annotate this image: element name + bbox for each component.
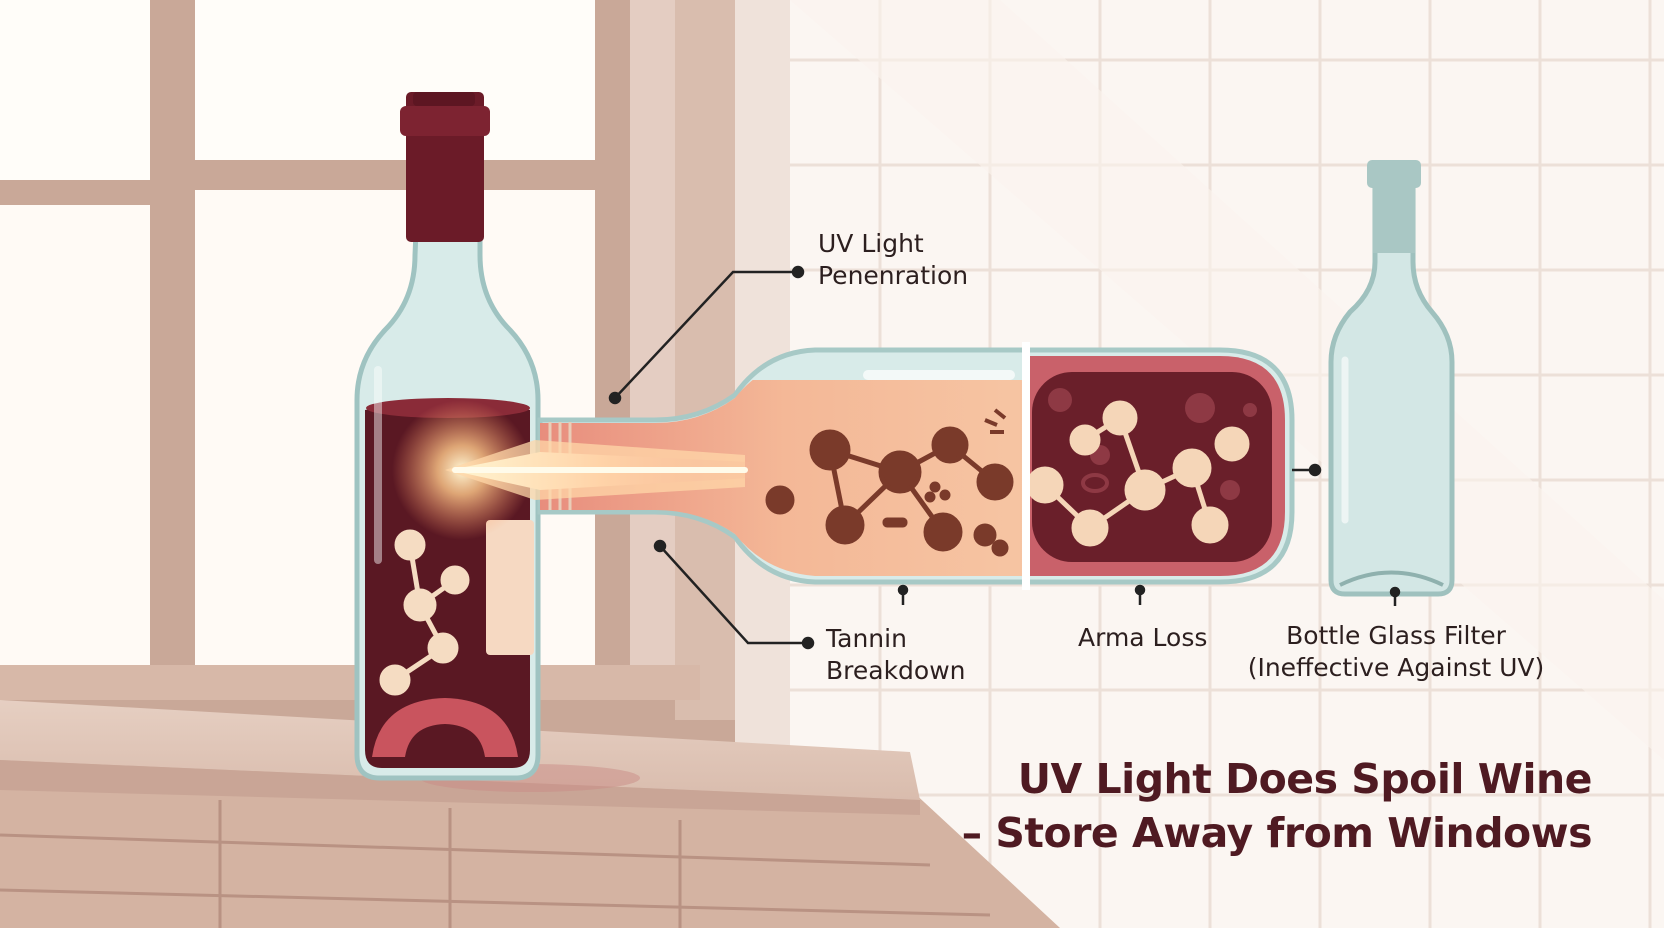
molecule-in-bottle: [379, 529, 470, 696]
aroma-loss-label: Arma Loss: [1078, 622, 1207, 654]
uv-penetration-label-line1: UV Light: [818, 229, 924, 258]
tannin-breakdown-label-line2: Breakdown: [826, 656, 966, 685]
title-line2: – Store Away from Windows: [961, 809, 1593, 857]
uv-penetration-label: UV Light Penenration: [818, 228, 968, 292]
bottle-glass-filter-label: Bottle Glass Filter (Ineffective Against…: [1246, 620, 1546, 684]
bottle-glass-filter-label-line2: (Ineffective Against UV): [1247, 653, 1545, 682]
aroma-loss-label-text: Arma Loss: [1078, 623, 1208, 652]
bottle-glass-filter-label-line1: Bottle Glass Filter: [1286, 621, 1506, 650]
bottle-label: [486, 520, 534, 655]
tannin-breakdown-label-line1: Tannin: [826, 624, 907, 653]
callout-lines: [608, 265, 1401, 650]
cutaway-divider: [1022, 342, 1030, 590]
uv-penetration-label-line2: Penenration: [818, 261, 969, 290]
tannin-molecules: [765, 408, 1014, 557]
bottle-cross-section: [537, 342, 1295, 590]
uv-light-beam: [392, 400, 750, 540]
page-title: UV Light Does Spoil Wine – Store Away fr…: [961, 752, 1593, 860]
empty-glass-bottle: [1328, 160, 1455, 597]
aroma-molecules: [1030, 400, 1250, 547]
tannin-breakdown-label: Tannin Breakdown: [826, 623, 966, 687]
title-line1: UV Light Does Spoil Wine: [1017, 755, 1593, 803]
